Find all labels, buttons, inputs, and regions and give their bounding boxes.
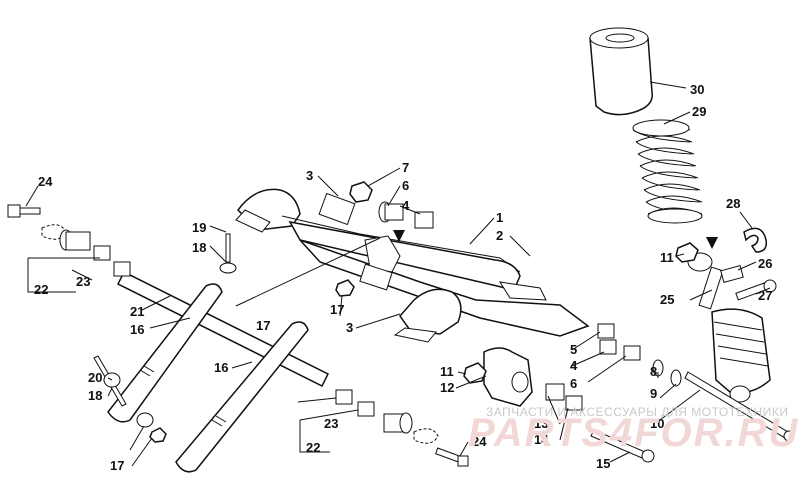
washer-9 — [670, 369, 682, 387]
callout-1: 1 — [496, 210, 503, 225]
callout-13: 13 — [534, 416, 548, 431]
nut-17-low — [149, 427, 167, 443]
callout-18-mid: 18 — [88, 388, 102, 403]
parts-drawing — [7, 27, 795, 473]
callout-4-low: 4 — [570, 358, 578, 373]
arrow-marker-arm — [393, 230, 405, 242]
callout-8: 8 — [650, 364, 657, 379]
callout-24-left: 24 — [38, 174, 53, 189]
callout-17-low: 17 — [110, 458, 124, 473]
flange-bushing-top — [378, 201, 404, 223]
callout-11-left: 11 — [440, 364, 454, 379]
flange-bushing-left — [59, 229, 91, 251]
link-left — [107, 283, 223, 423]
bushing-right-5 — [597, 323, 615, 339]
nut-shock-top — [675, 242, 699, 263]
callout-4-top: 4 — [402, 198, 410, 213]
callout-17-left: 17 — [256, 318, 270, 333]
bushing-right-a — [335, 389, 353, 405]
spring-clip — [743, 227, 768, 253]
watermark-caption: ЗАПЧАСТИ И АКСЕССУАРЫ ДЛЯ МОТОТЕХНИКИ — [486, 405, 788, 419]
callout-2: 2 — [496, 228, 503, 243]
callout-3-top: 3 — [306, 168, 313, 183]
callout-labels: 24 23 22 21 16 19 18 17 20 18 17 16 3 7 … — [34, 82, 772, 473]
callout-16-right: 16 — [214, 360, 228, 375]
leader-lines — [25, 81, 771, 467]
bolt-left — [7, 204, 41, 218]
bushing-13 — [545, 383, 565, 401]
callout-30: 30 — [690, 82, 704, 97]
bushing-top-right — [414, 211, 434, 229]
callout-10: 10 — [650, 416, 664, 431]
callout-17-arm: 17 — [330, 302, 344, 317]
nut-arm-lower — [335, 279, 355, 297]
bushing-top-left — [318, 192, 356, 226]
callout-26: 26 — [758, 256, 772, 271]
shock-boot — [589, 27, 653, 116]
bushing-shock — [720, 265, 744, 283]
callout-7: 7 — [402, 160, 409, 175]
bolt-right — [435, 447, 469, 467]
watermark-brand: PARTS4FOR.RU — [468, 411, 799, 455]
callout-27: 27 — [758, 288, 772, 303]
callout-23-left: 23 — [76, 274, 90, 289]
callout-22-right: 22 — [306, 440, 320, 455]
bushing-14 — [565, 395, 583, 411]
watermark: PARTS4FOR.RU ЗАПЧАСТИ И АКСЕССУАРЫ ДЛЯ М… — [468, 405, 799, 455]
washer-18-low — [136, 412, 154, 428]
callout-23-right: 23 — [324, 416, 338, 431]
callout-24-right: 24 — [472, 434, 487, 449]
swing-arm — [235, 188, 590, 343]
long-bolt-lower — [590, 371, 795, 463]
callout-18-top: 18 — [192, 240, 206, 255]
shock-body — [687, 252, 771, 403]
bushing-arm-lower — [359, 263, 393, 291]
washer-18-top — [219, 262, 237, 274]
shock-spring — [632, 119, 703, 224]
callout-21: 21 — [130, 304, 144, 319]
callout-16-left: 16 — [130, 322, 144, 337]
callout-29: 29 — [692, 104, 706, 119]
bushing-left-b — [113, 261, 131, 277]
arrow-marker-shock — [706, 237, 718, 249]
callout-22-left: 22 — [34, 282, 48, 297]
callout-9: 9 — [650, 386, 657, 401]
bolt-19 — [225, 233, 231, 263]
callout-6-low: 6 — [570, 376, 577, 391]
callout-28: 28 — [726, 196, 740, 211]
nut-top — [349, 181, 373, 203]
callout-5: 5 — [570, 342, 577, 357]
washer-right — [413, 428, 439, 444]
callout-12: 12 — [440, 380, 454, 395]
callout-6-top: 6 — [402, 178, 409, 193]
callout-3-low: 3 — [346, 320, 353, 335]
bushing-right-4 — [599, 339, 617, 355]
callout-19: 19 — [192, 220, 206, 235]
callout-25: 25 — [660, 292, 674, 307]
flange-bushing-right — [383, 412, 413, 434]
bushing-right-b — [357, 401, 375, 417]
callout-15: 15 — [596, 456, 610, 471]
callout-20: 20 — [88, 370, 102, 385]
callout-14: 14 — [534, 432, 549, 447]
callout-11-right: 11 — [660, 250, 674, 265]
link-right — [175, 321, 309, 473]
bushing-right-6 — [623, 345, 641, 361]
bushing-left-a — [93, 245, 111, 261]
